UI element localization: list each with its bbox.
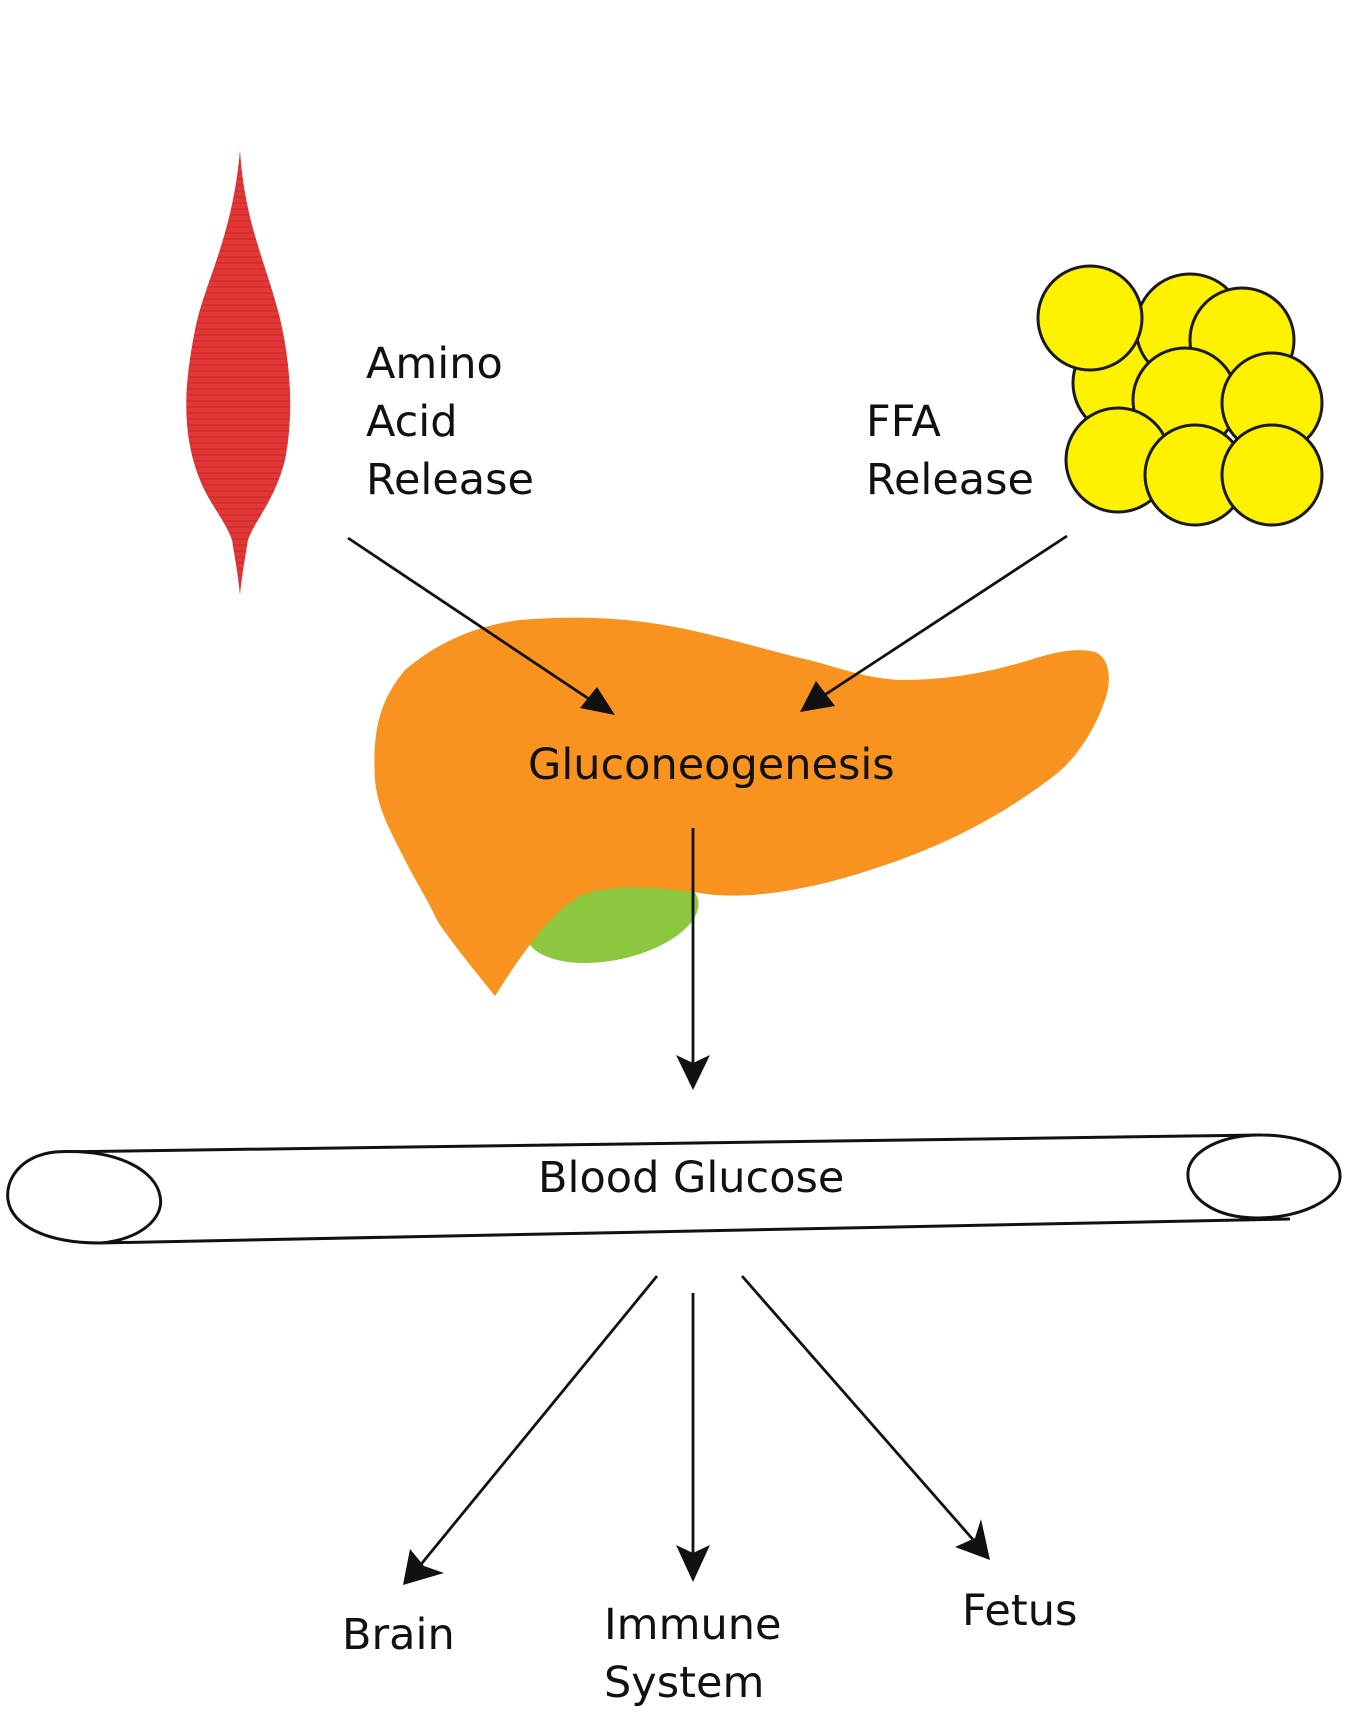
fetus-label: Fetus (962, 1586, 1078, 1636)
muscle-icon (186, 150, 291, 595)
brain-label: Brain (342, 1610, 455, 1660)
immune-system-line-1: Immune (604, 1600, 782, 1650)
amino-acid-release-line-3: Release (366, 455, 535, 505)
arrow-blood-to-fetus (740, 1275, 990, 1560)
blood-vessel-icon (6, 1133, 1342, 1245)
arrow-ffa-to-liver (800, 534, 1068, 712)
ffa-release-line-2: Release (866, 455, 1035, 505)
ffa-release-line-1: FFA (866, 397, 941, 447)
arrow-liver-to-blood (676, 828, 710, 1090)
arrow-blood-to-brain (403, 1275, 659, 1585)
liver-icon (374, 617, 1109, 996)
gluconeogenesis-label: Gluconeogenesis (528, 740, 895, 790)
arrow-amino-to-liver (347, 536, 615, 715)
amino-acid-release-line-2: Acid (366, 397, 458, 447)
blood-glucose-label: Blood Glucose (538, 1153, 845, 1203)
immune-system-line-2: System (604, 1658, 765, 1708)
ffa-release-label: FFA Release (866, 393, 1034, 509)
amino-acid-release-label: Amino Acid Release (366, 335, 534, 509)
arrow-blood-to-immune (676, 1293, 710, 1582)
immune-system-label: Immune System (604, 1596, 781, 1712)
fat-cells-icon (1036, 264, 1324, 527)
amino-acid-release-line-1: Amino (366, 339, 503, 389)
